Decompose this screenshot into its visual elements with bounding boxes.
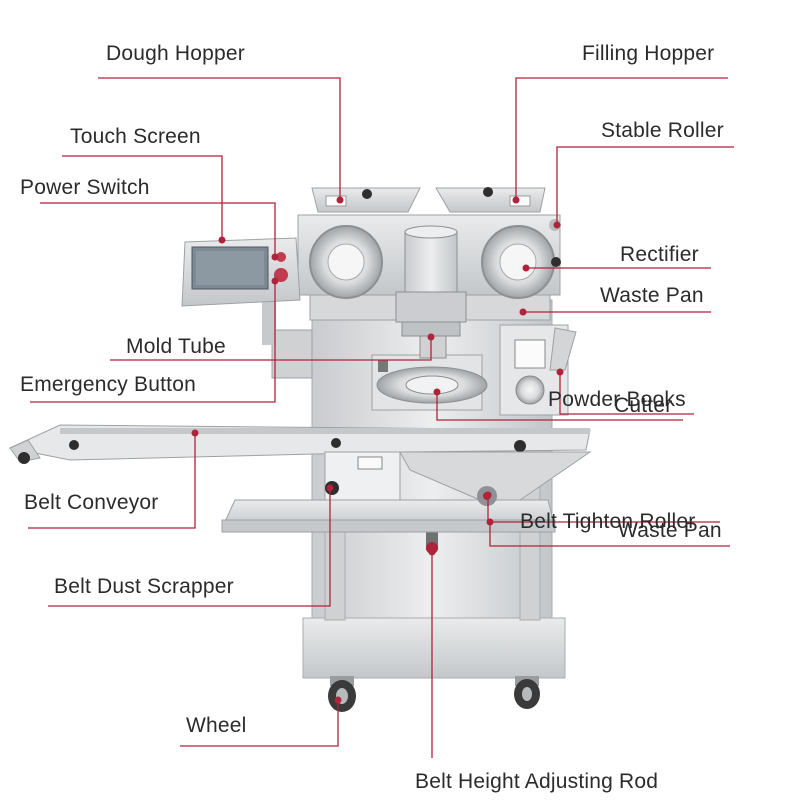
leader-powder-books [559, 372, 694, 415]
belt-conveyor [8, 424, 591, 464]
cutter-section [371, 319, 488, 411]
label-belt-height-adjusting-rod: Belt Height Adjusting Rod [415, 770, 659, 793]
label-mold-tube: Mold Tube [126, 335, 226, 358]
label-belt-tighten-roller: Belt Tighten Roller [520, 510, 696, 533]
powder-box [499, 324, 577, 416]
label-rectifier: Rectifier [620, 243, 699, 266]
leader-belt-dust-scrapper [48, 488, 331, 607]
mold-tube [395, 225, 467, 337]
leader-wheel [180, 700, 339, 747]
leader-power-switch [40, 202, 276, 257]
label-waste-pan-top: Waste Pan [600, 284, 704, 307]
leader-belt-conveyor [28, 433, 196, 529]
label-power-switch: Power Switch [20, 176, 150, 199]
leader-cutter [436, 392, 683, 421]
label-cutter: Cutter [614, 394, 673, 417]
leader-touch-screen [62, 155, 223, 240]
leader-waste-pan-bottom [489, 522, 730, 547]
label-filling-hopper: Filling Hopper [582, 42, 715, 65]
tensioner-plate [324, 451, 592, 506]
label-belt-dust-scrapper: Belt Dust Scrapper [54, 575, 234, 598]
label-belt-conveyor: Belt Conveyor [24, 491, 159, 514]
control-panel [181, 237, 313, 379]
label-emergency-button: Emergency Button [20, 373, 196, 396]
label-waste-pan-bottom: Waste Pan [618, 519, 722, 542]
label-touch-screen: Touch Screen [70, 125, 201, 148]
waste-pan-bottom [221, 499, 556, 533]
label-stable-roller: Stable Roller [601, 119, 724, 142]
leader-mold-tube [110, 337, 432, 361]
leader-emergency-button [30, 281, 276, 403]
leader-stable-roller [556, 146, 734, 225]
label-powder-books: Powder Books [548, 388, 686, 411]
hoppers [311, 187, 546, 213]
label-wheel: Wheel [186, 714, 247, 737]
leader-dough-hopper [98, 77, 341, 200]
label-dough-hopper: Dough Hopper [106, 42, 245, 65]
leader-filling-hopper [515, 77, 728, 200]
